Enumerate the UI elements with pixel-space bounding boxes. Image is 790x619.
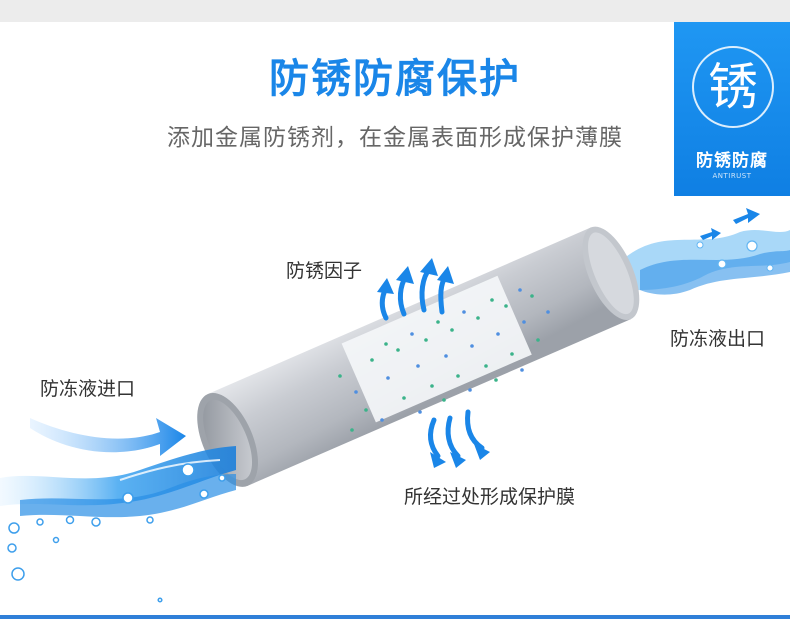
- top-strip: [0, 0, 790, 22]
- feature-badge: 锈 防锈防腐 ANTIRUST: [674, 22, 790, 196]
- arrow-icon: [733, 208, 760, 224]
- water-splash-inlet: [0, 446, 236, 518]
- rust-factor-label: 防锈因子: [286, 260, 363, 282]
- protective-dots: [338, 288, 550, 432]
- inlet-label: 防冻液进口: [40, 378, 136, 400]
- arrow-icon: [30, 418, 186, 456]
- page-subtitle: 添加金属防锈剂，在金属表面形成保护薄膜: [167, 125, 623, 151]
- outlet-label: 防冻液出口: [670, 328, 766, 350]
- badge-glyph: 锈: [692, 46, 774, 128]
- protective-film-label: 所经过处形成保护膜: [404, 486, 576, 508]
- bubble-icon: [7, 463, 226, 603]
- pipe-body: [197, 226, 640, 487]
- bottom-strip: [0, 615, 790, 619]
- water-splash-outlet: [620, 230, 790, 295]
- arrow-icon: [430, 444, 490, 468]
- badge-title: 防锈防腐: [696, 151, 768, 171]
- page-title: 防锈防腐保护: [269, 56, 521, 102]
- arrow-icon: [700, 228, 721, 240]
- badge-subtitle: ANTIRUST: [712, 172, 752, 180]
- arrow-icon: [377, 258, 454, 294]
- arrow-icon: [428, 409, 485, 459]
